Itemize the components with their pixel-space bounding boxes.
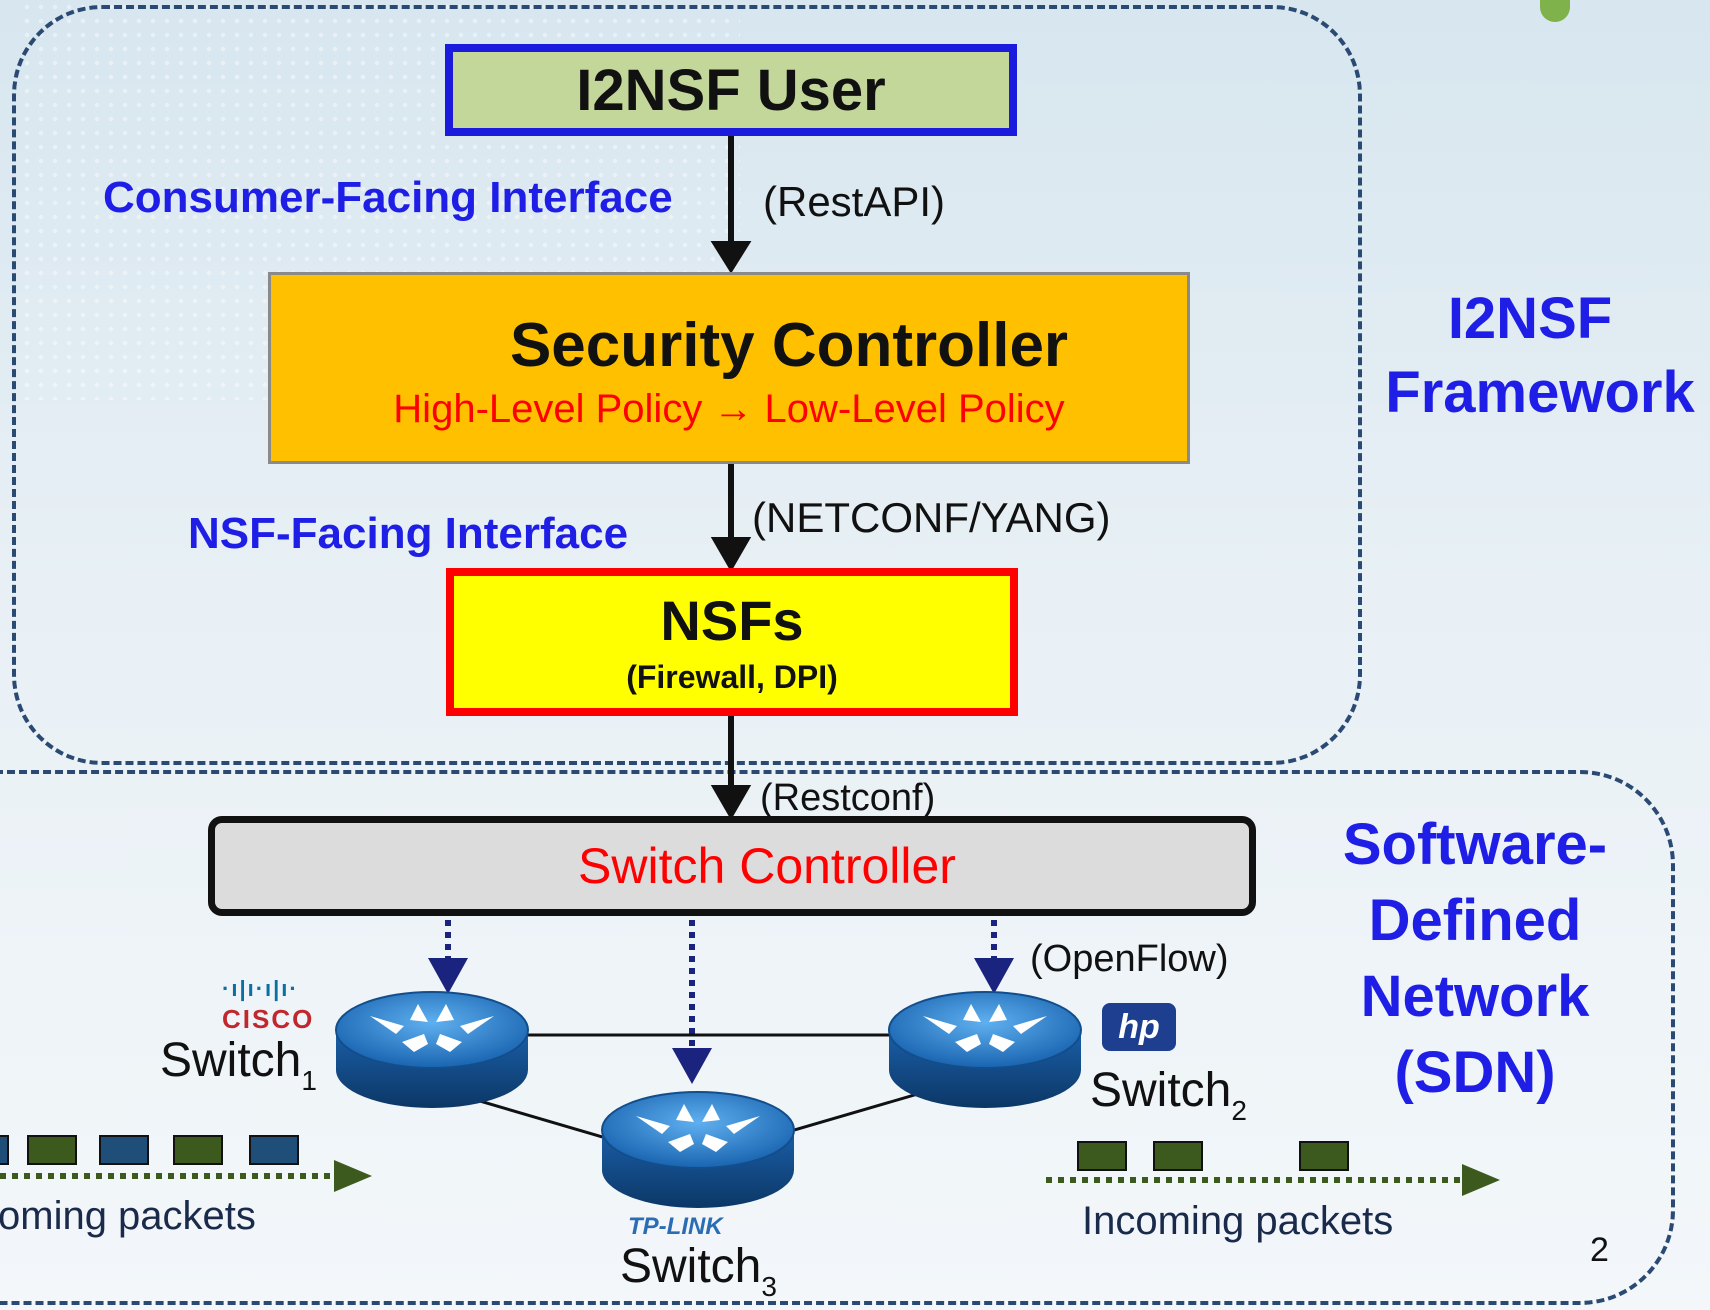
- cisco-bars-logo-icon: ·ı|ı·ı|ı·: [222, 976, 299, 1001]
- switch2-name: Switch: [1090, 1064, 1232, 1117]
- tplink-logo-icon: TP-LINK: [628, 1213, 723, 1240]
- security-controller-box: Security Controller High-Level Policy → …: [268, 272, 1190, 464]
- switch3-subscript: 3: [761, 1271, 777, 1302]
- i2nsf-user-box: I2NSF User: [445, 44, 1017, 136]
- consumer-facing-interface-label: Consumer-Facing Interface: [103, 173, 673, 222]
- incoming-packets-right-label: Incoming packets: [1082, 1199, 1394, 1243]
- switch3-name: Switch: [620, 1240, 762, 1293]
- packets-left: [0, 1135, 372, 1192]
- i2nsf-framework-boundary: [12, 5, 1362, 765]
- hp-logo-icon: hp: [1102, 1003, 1176, 1051]
- page-number: 2: [1590, 1231, 1609, 1269]
- router-switch2-icon: [888, 991, 1082, 1109]
- switch1-label: Switch1: [160, 1037, 317, 1095]
- openflow-label: (OpenFlow): [1030, 938, 1229, 980]
- netconf-yang-label: (NETCONF/YANG): [752, 494, 1111, 541]
- nsfs-subtitle: (Firewall, DPI): [626, 659, 838, 695]
- restapi-label: (RestAPI): [763, 178, 946, 225]
- switch2-subscript: 2: [1231, 1095, 1247, 1126]
- router-switch3-icon: [601, 1091, 795, 1209]
- i2nsf-framework-title-line1: I2NSF: [1447, 286, 1613, 351]
- openflow-arrow-1: [428, 920, 468, 994]
- sdn-title-line4: (SDN): [1394, 1040, 1556, 1105]
- incoming-packets-left-label: coming packets: [0, 1194, 256, 1238]
- nsfs-box: NSFs (Firewall, DPI): [446, 568, 1018, 716]
- i2nsf-user-label: I2NSF User: [576, 57, 886, 123]
- sdn-title-line2: Defined: [1368, 888, 1582, 953]
- packets-right: [1046, 1141, 1500, 1196]
- connector-controller-to-nsfs: [710, 464, 752, 573]
- sdn-boundary: [0, 770, 1675, 1305]
- switch1-subscript: 1: [301, 1065, 317, 1096]
- restconf-label: (Restconf): [760, 777, 936, 819]
- sdn-title-line1: Software-: [1342, 812, 1608, 877]
- leaf-decoration-icon: [1540, 0, 1570, 22]
- switch2-label: Switch2: [1090, 1067, 1247, 1125]
- connector-nsfs-to-switch-controller: [710, 716, 752, 821]
- sdn-title-line3: Network: [1360, 964, 1590, 1029]
- switch-controller-label: Switch Controller: [578, 838, 956, 894]
- router-switch1-icon: [335, 991, 529, 1109]
- i2nsf-framework-title-line2: Framework: [1385, 360, 1695, 425]
- connector-user-to-controller: [710, 136, 752, 274]
- nsf-facing-interface-label: NSF-Facing Interface: [188, 509, 629, 558]
- policy-translation-label: High-Level Policy → Low-Level Policy: [393, 387, 1065, 431]
- security-controller-title: Security Controller: [509, 311, 1069, 380]
- openflow-arrow-3: [672, 920, 712, 1084]
- switch-controller-box: Switch Controller: [208, 816, 1256, 916]
- openflow-arrow-2: [974, 920, 1014, 994]
- nsfs-title: NSFs: [660, 589, 804, 652]
- switch1-name: Switch: [160, 1034, 302, 1087]
- switch3-label: Switch3: [620, 1243, 777, 1301]
- cisco-logo-icon: CISCO: [222, 1004, 315, 1034]
